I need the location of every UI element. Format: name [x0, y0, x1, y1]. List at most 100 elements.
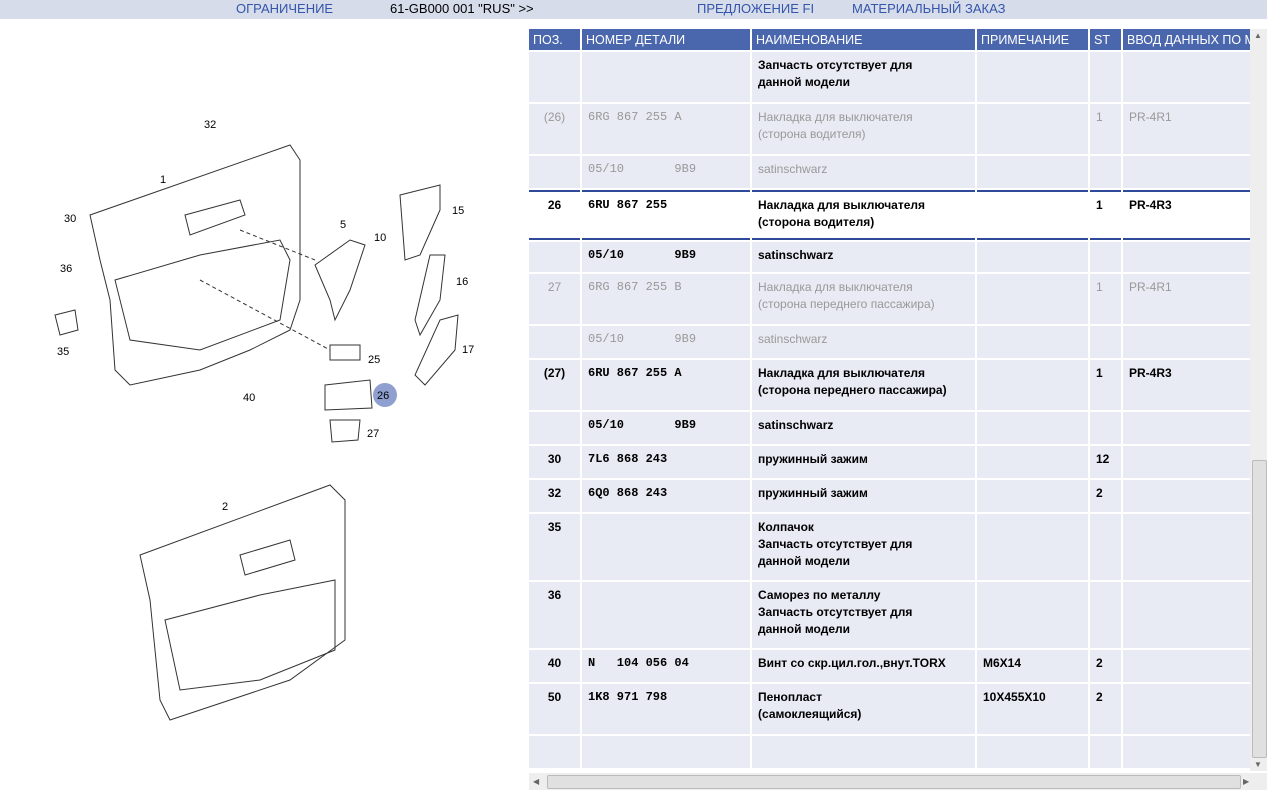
vertical-scroll-thumb[interactable]: [1252, 460, 1267, 758]
name-cell: Накладка для выключателя (сторона водите…: [752, 104, 975, 154]
top-nav: ОГРАНИЧЕНИЕ 61-GB000 001 "RUS" >> ПРЕДЛО…: [0, 0, 1267, 19]
note-cell: [977, 412, 1088, 444]
svg-text:10: 10: [374, 232, 386, 244]
table-row[interactable]: 35 Колпачок Запчасть отсутствует для данн…: [529, 514, 1250, 580]
svg-text:30: 30: [64, 213, 76, 225]
note-cell: [977, 156, 1088, 188]
model-input-cell: [1123, 412, 1250, 444]
pos-cell: 36: [529, 582, 580, 648]
col-pos[interactable]: ПОЗ.: [529, 29, 580, 50]
model-input-cell: PR-4R3: [1123, 190, 1250, 240]
note-cell: [977, 514, 1088, 580]
note-cell: [977, 274, 1088, 324]
st-cell: 1: [1090, 360, 1121, 410]
part-number-cell: 05/10 9B9: [582, 156, 750, 188]
part-number-cell: 05/10 9B9: [582, 242, 750, 272]
model-link[interactable]: 61-GB000 001 "RUS" >>: [390, 1, 534, 16]
restriction-link[interactable]: ОГРАНИЧЕНИЕ: [236, 1, 334, 16]
svg-text:27: 27: [367, 428, 379, 440]
pos-cell: 27: [529, 274, 580, 324]
col-name[interactable]: НАИМЕНОВАНИЕ: [752, 29, 975, 50]
name-cell: [752, 736, 975, 768]
note-cell: [977, 326, 1088, 358]
note-cell: [977, 360, 1088, 410]
st-cell: 1: [1090, 104, 1121, 154]
scroll-right-icon[interactable]: ▶: [1243, 777, 1250, 786]
part-number-cell: [582, 736, 750, 768]
col-model-input[interactable]: ВВОД ДАННЫХ ПО МОДЕЛИ: [1123, 29, 1250, 50]
note-cell: [977, 242, 1088, 272]
note-cell: 10X455X10: [977, 684, 1088, 734]
note-cell: [977, 52, 1088, 102]
horizontal-scroll-thumb[interactable]: [547, 775, 1241, 789]
st-cell: 1: [1090, 274, 1121, 324]
name-cell: Накладка для выключателя (сторона передн…: [752, 274, 975, 324]
offer-link[interactable]: ПРЕДЛОЖЕНИЕ FI: [697, 1, 815, 16]
model-input-cell: [1123, 684, 1250, 734]
note-cell: [977, 190, 1088, 240]
col-st[interactable]: ST: [1090, 29, 1121, 50]
name-cell: Накладка для выключателя (сторона водите…: [752, 190, 975, 240]
part-number-cell: 05/10 9B9: [582, 326, 750, 358]
svg-text:16: 16: [456, 276, 468, 288]
pos-cell: (27): [529, 360, 580, 410]
model-input-cell: [1123, 480, 1250, 512]
material-order-link[interactable]: МАТЕРИАЛЬНЫЙ ЗАКАЗ: [852, 1, 1006, 16]
svg-text:26: 26: [377, 390, 389, 402]
st-cell: 12: [1090, 446, 1121, 478]
scroll-up-icon[interactable]: ▲: [1254, 31, 1262, 40]
note-cell: M6X14: [977, 650, 1088, 682]
pos-cell: 30: [529, 446, 580, 478]
part-number-cell: 6RU 867 255: [582, 190, 750, 240]
name-cell: Колпачок Запчасть отсутствует для данной…: [752, 514, 975, 580]
pos-cell: 32: [529, 480, 580, 512]
model-input-cell: [1123, 326, 1250, 358]
pos-cell: [529, 156, 580, 188]
st-cell: [1090, 736, 1121, 768]
svg-text:32: 32: [204, 119, 216, 131]
svg-text:25: 25: [368, 354, 380, 366]
part-number-cell: 1K8 971 798: [582, 684, 750, 734]
part-number-cell: 6RG 867 255 A: [582, 104, 750, 154]
col-part-number[interactable]: НОМЕР ДЕТАЛИ: [582, 29, 750, 50]
model-input-cell: [1123, 736, 1250, 768]
pos-cell: 35: [529, 514, 580, 580]
name-cell: Запчасть отсутствует для данной модели: [752, 52, 975, 102]
pos-cell: (26): [529, 104, 580, 154]
svg-text:35: 35: [57, 346, 69, 358]
part-number-cell: 6RG 867 255 B: [582, 274, 750, 324]
name-cell: пружинный зажим: [752, 480, 975, 512]
st-cell: 2: [1090, 684, 1121, 734]
scroll-left-icon[interactable]: ◀: [533, 777, 540, 786]
st-cell: [1090, 582, 1121, 648]
table-row[interactable]: [529, 736, 1250, 768]
part-number-cell: 6RU 867 255 A: [582, 360, 750, 410]
st-cell: [1090, 412, 1121, 444]
model-input-cell: [1123, 52, 1250, 102]
note-cell: [977, 736, 1088, 768]
st-cell: [1090, 156, 1121, 188]
model-input-cell: PR-4R1: [1123, 274, 1250, 324]
parts-table-container: ПОЗ. НОМЕР ДЕТАЛИ НАИМЕНОВАНИЕ ПРИМЕЧАНИ…: [529, 29, 1250, 771]
name-cell: satinschwarz: [752, 326, 975, 358]
scroll-down-icon[interactable]: ▼: [1254, 760, 1262, 769]
table-row[interactable]: Запчасть отсутствует для данной модели: [529, 52, 1250, 102]
st-cell: 2: [1090, 650, 1121, 682]
col-note[interactable]: ПРИМЕЧАНИЕ: [977, 29, 1088, 50]
pos-cell: 26: [529, 190, 580, 240]
note-cell: [977, 104, 1088, 154]
